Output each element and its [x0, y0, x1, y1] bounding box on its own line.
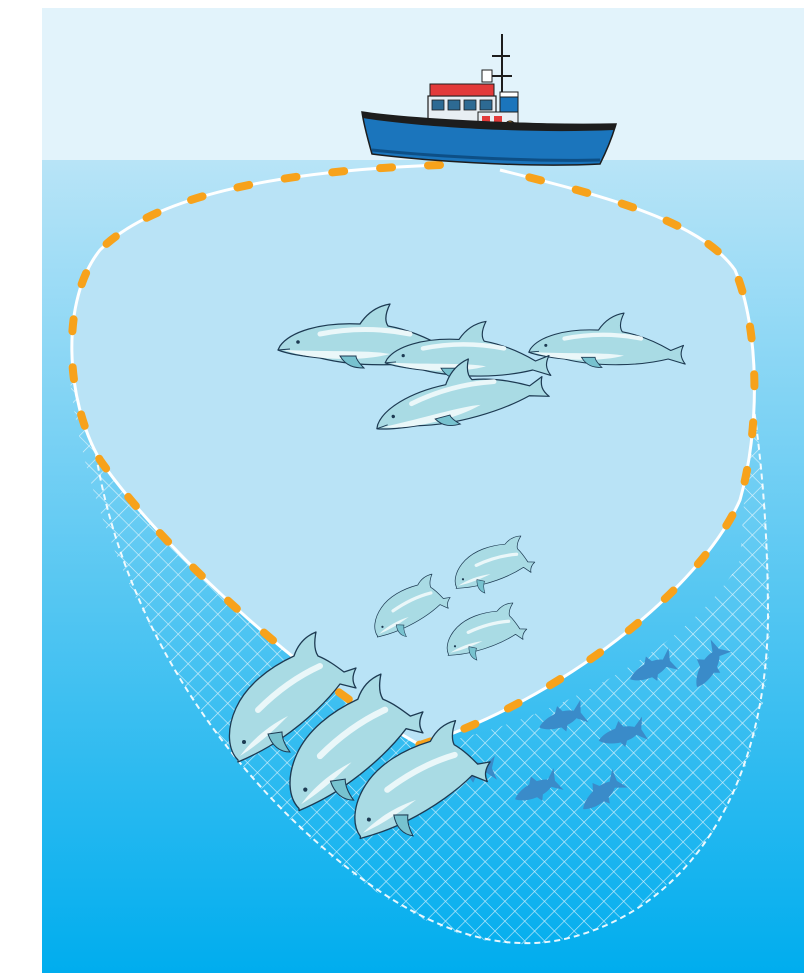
purse-seine-illustration — [0, 0, 804, 973]
